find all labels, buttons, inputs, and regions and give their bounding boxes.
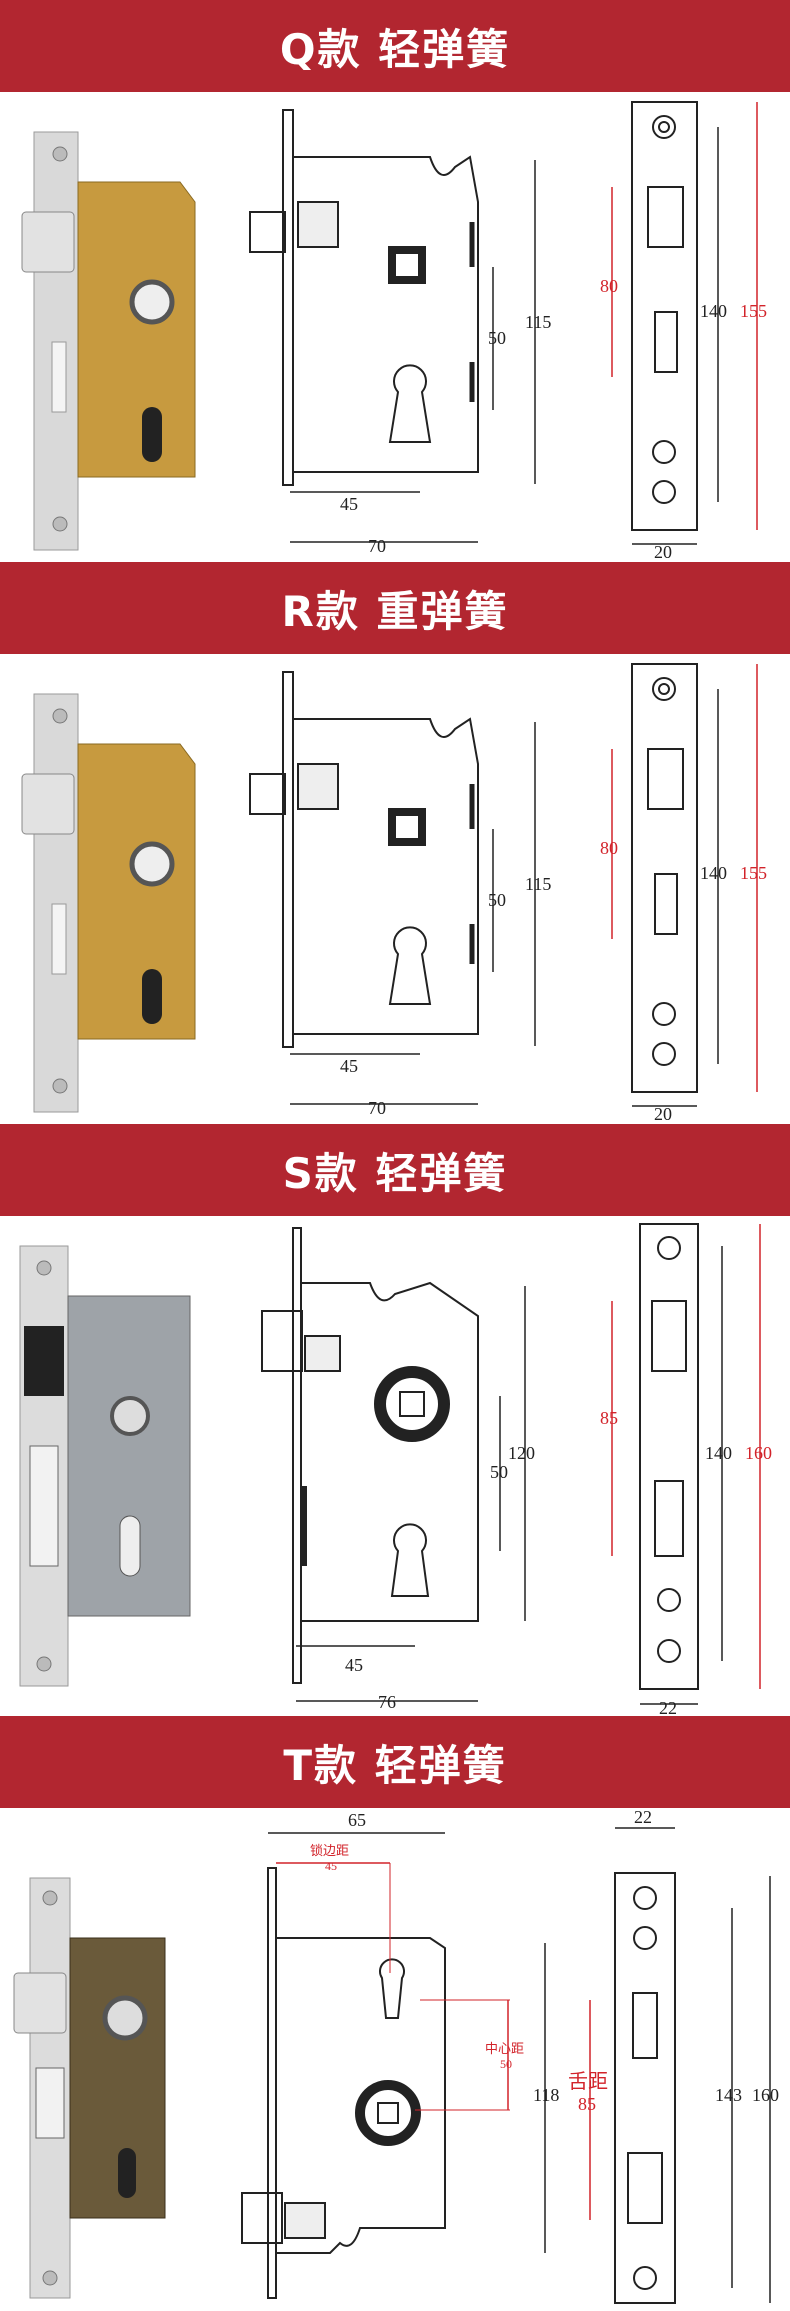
dim-plate-width-q: 20 — [654, 542, 672, 562]
dim-faceplate-q: 140 — [700, 301, 727, 321]
lock-drawing-t — [241, 1867, 446, 2299]
panel-r: 115 50 45 70 80 140 155 20 — [21, 663, 767, 1124]
section-banner-q: Q款 轻弹簧 — [0, 0, 790, 92]
dim-width-s: 76 — [378, 1692, 396, 1712]
dim-latch-pitch-q: 80 — [600, 276, 618, 296]
dim-center-q: 50 — [488, 328, 506, 348]
dim-backset-q: 45 — [340, 494, 358, 514]
label-tongue-t: 舌距 — [568, 2070, 608, 2093]
section-title-r: R款 重弹簧 — [281, 586, 509, 636]
dim-faceplate-t: 143 — [715, 2085, 742, 2105]
panel-s: 120 50 45 76 85 140 160 22 — [19, 1223, 772, 1716]
dim-center-t: 50 — [500, 2057, 512, 2071]
dim-tongue-t: 85 — [578, 2094, 596, 2114]
lock-drawing-q — [249, 109, 479, 486]
dim-backset-r: 45 — [340, 1056, 358, 1076]
faceplate-q — [611, 101, 758, 545]
label-backset-t: 锁边距 — [310, 1843, 349, 1858]
dim-width-q: 70 — [368, 536, 386, 556]
lock-photo-t — [13, 1877, 166, 2299]
section-banner-t: T款 轻弹簧 — [0, 1716, 790, 1808]
dim-latch-pitch-r: 80 — [600, 838, 618, 858]
section-banner-r: R款 重弹簧 — [0, 562, 790, 654]
section-title-q: Q款 轻弹簧 — [279, 24, 511, 74]
lock-drawing-r — [249, 671, 479, 1048]
lock-photo-r — [21, 693, 196, 1113]
dim-center-r: 50 — [488, 890, 506, 910]
dim-center-s: 50 — [490, 1462, 508, 1482]
dim-plate-width-s: 22 — [659, 1698, 677, 1716]
faceplate-s — [611, 1223, 761, 1705]
lock-photo-s — [19, 1245, 191, 1687]
dimensions-t — [268, 1832, 591, 2253]
dim-faceplate-total-q: 155 — [740, 301, 767, 321]
lock-photo-q — [21, 131, 196, 551]
dim-plate-width-r: 20 — [654, 1104, 672, 1124]
lock-drawing-s — [261, 1227, 479, 1684]
dim-faceplate-total-t: 160 — [752, 2085, 779, 2105]
panel-t: 65 锁边距 45 118 中心距 50 舌距 85 22 143 160 — [13, 1808, 779, 2304]
dim-plate-width-t: 22 — [634, 1808, 652, 1827]
label-center-t: 中心距 — [485, 2041, 524, 2056]
dim-width-t: 65 — [348, 1810, 366, 1830]
dimensions-s — [296, 1286, 526, 1702]
dim-faceplate-total-r: 155 — [740, 863, 767, 883]
section-title-s: S款 轻弹簧 — [282, 1148, 508, 1198]
dimensions-r — [290, 722, 536, 1105]
dim-width-r: 70 — [368, 1098, 386, 1118]
faceplate-r — [611, 663, 758, 1107]
dim-latch-pitch-s: 85 — [600, 1408, 618, 1428]
dim-height-t: 118 — [533, 2085, 559, 2105]
dim-height-q: 115 — [525, 312, 551, 332]
dim-faceplate-r: 140 — [700, 863, 727, 883]
dim-backset-t: 45 — [325, 1859, 337, 1873]
section-banner-s: S款 轻弹簧 — [0, 1124, 790, 1216]
section-title-t: T款 轻弹簧 — [283, 1740, 507, 1790]
dim-height-s: 120 — [508, 1443, 535, 1463]
dim-faceplate-total-s: 160 — [745, 1443, 772, 1463]
dim-height-r: 115 — [525, 874, 551, 894]
panel-q: 115 50 45 70 80 140 155 20 — [21, 101, 767, 562]
dimensions-q — [290, 160, 536, 543]
dim-backset-s: 45 — [345, 1655, 363, 1675]
dim-faceplate-s: 140 — [705, 1443, 732, 1463]
faceplate-t — [614, 1827, 771, 2304]
